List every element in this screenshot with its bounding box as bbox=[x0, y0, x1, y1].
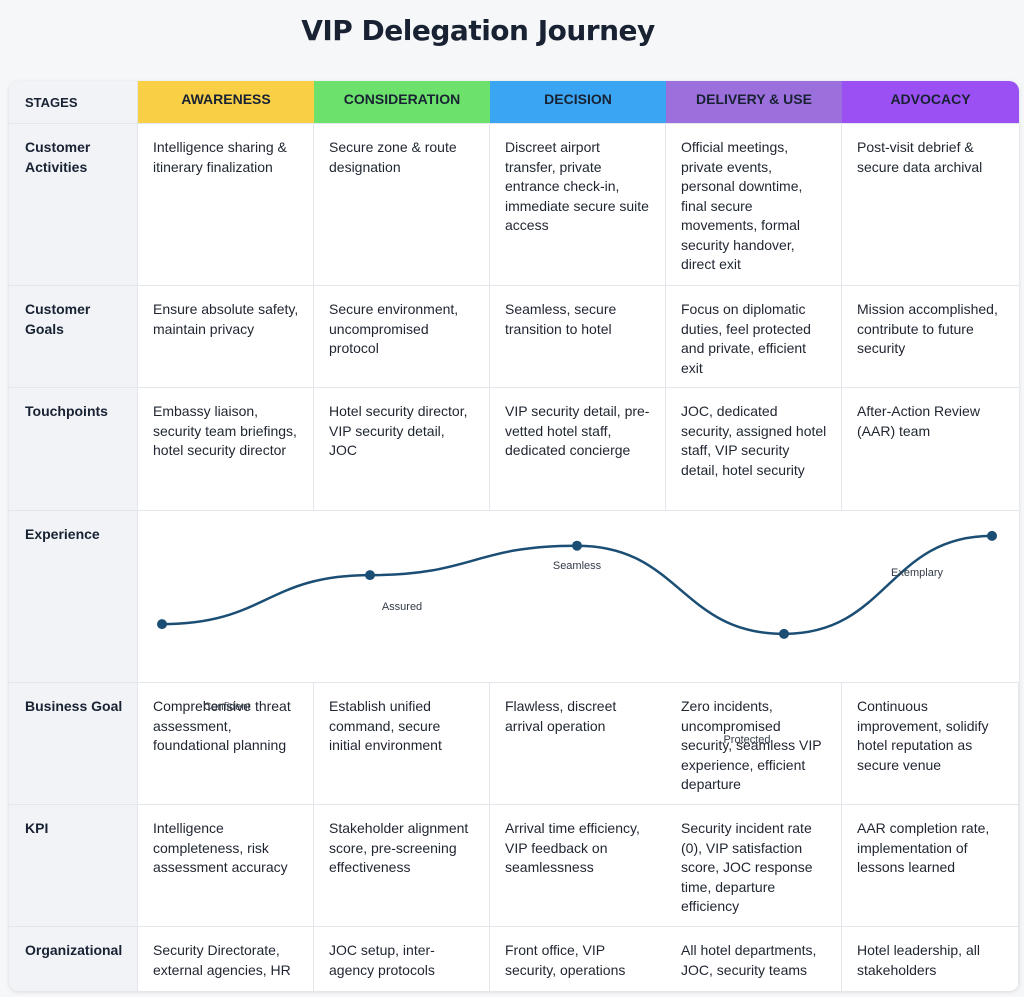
business-goal-awareness: Comprehensive threat assessment, foundat… bbox=[138, 683, 314, 805]
business-goal-consideration: Establish unified command, secure initia… bbox=[314, 683, 490, 805]
experience-label: Protected bbox=[723, 733, 771, 746]
row-label-experience: Experience bbox=[9, 511, 138, 683]
row-label-customer-activities: Customer Activities bbox=[9, 124, 138, 286]
goals-decision: Seamless, secure transition to hotel bbox=[490, 286, 666, 388]
goals-advocacy: Mission accomplished, contribute to futu… bbox=[842, 286, 1019, 388]
experience-point bbox=[987, 530, 997, 541]
activities-delivery-use: Official meetings, private events, perso… bbox=[666, 124, 842, 286]
kpi-awareness: Intelligence completeness, risk assessme… bbox=[138, 805, 314, 927]
stage-advocacy: ADVOCACY bbox=[842, 81, 1019, 124]
organizational-advocacy: Hotel leadership, all stakeholders bbox=[842, 927, 1019, 991]
organizational-awareness: Security Directorate, external agencies,… bbox=[138, 927, 314, 991]
row-label-customer-goals: Customer Goals bbox=[9, 286, 138, 388]
activities-decision: Discreet airport transfer, private entra… bbox=[490, 124, 666, 286]
touchpoints-decision: VIP security detail, pre-vetted hotel st… bbox=[490, 388, 666, 511]
business-goal-delivery-use: Zero incidents, uncompromised security, … bbox=[666, 683, 842, 805]
kpi-decision: Arrival time efficiency, VIP feedback on… bbox=[490, 805, 666, 927]
organizational-decision: Front office, VIP security, operations bbox=[490, 927, 666, 991]
kpi-advocacy: AAR completion rate, implementation of l… bbox=[842, 805, 1019, 927]
kpi-delivery-use: Security incident rate (0), VIP satisfac… bbox=[666, 805, 842, 927]
row-label-business-goal: Business Goal bbox=[9, 683, 138, 805]
experience-point bbox=[572, 540, 582, 551]
row-label-organizational: Organizational bbox=[9, 927, 138, 991]
touchpoints-delivery-use: JOC, dedicated security, assigned hotel … bbox=[666, 388, 842, 511]
row-label-touchpoints: Touchpoints bbox=[9, 388, 138, 511]
stage-decision: DECISION bbox=[490, 81, 666, 124]
business-goal-advocacy: Continuous improvement, solidify hotel r… bbox=[842, 683, 1019, 805]
experience-curve-svg bbox=[157, 530, 997, 639]
experience-label: Confident bbox=[203, 701, 251, 714]
stage-consideration: CONSIDERATION bbox=[314, 81, 490, 124]
row-label-kpi: KPI bbox=[9, 805, 138, 927]
goals-awareness: Ensure absolute safety, maintain privacy bbox=[138, 286, 314, 388]
touchpoints-consideration: Hotel security director, VIP security de… bbox=[314, 388, 490, 511]
activities-advocacy: Post-visit debrief & secure data archiva… bbox=[842, 124, 1019, 286]
stage-delivery-use: DELIVERY & USE bbox=[666, 81, 842, 124]
organizational-consideration: JOC setup, inter-agency protocols bbox=[314, 927, 490, 991]
experience-point bbox=[779, 628, 789, 639]
journey-grid: STAGES AWARENESS CONSIDERATION DECISION … bbox=[9, 81, 1019, 991]
experience-label: Seamless bbox=[552, 559, 602, 572]
experience-label: Exemplary bbox=[891, 566, 943, 579]
activities-consideration: Secure zone & route designation bbox=[314, 124, 490, 286]
kpi-consideration: Stakeholder alignment score, pre-screeni… bbox=[314, 805, 490, 927]
business-goal-decision: Flawless, discreet arrival operation bbox=[490, 683, 666, 805]
experience-point bbox=[365, 570, 375, 581]
page-title: VIP Delegation Journey bbox=[301, 14, 655, 47]
organizational-delivery-use: All hotel departments, JOC, security tea… bbox=[666, 927, 842, 991]
activities-awareness: Intelligence sharing & itinerary finaliz… bbox=[138, 124, 314, 286]
goals-consideration: Secure environment, uncompromised protoc… bbox=[314, 286, 490, 388]
stages-header: STAGES bbox=[9, 81, 138, 124]
goals-delivery-use: Focus on diplomatic duties, feel protect… bbox=[666, 286, 842, 388]
experience-point bbox=[157, 619, 167, 630]
experience-label: Assured bbox=[381, 601, 423, 614]
journey-map: STAGES AWARENESS CONSIDERATION DECISION … bbox=[9, 81, 1019, 991]
touchpoints-awareness: Embassy liaison, security team briefings… bbox=[138, 388, 314, 511]
experience-line bbox=[160, 534, 994, 636]
touchpoints-advocacy: After-Action Review (AAR) team bbox=[842, 388, 1019, 511]
stage-awareness: AWARENESS bbox=[138, 81, 314, 124]
